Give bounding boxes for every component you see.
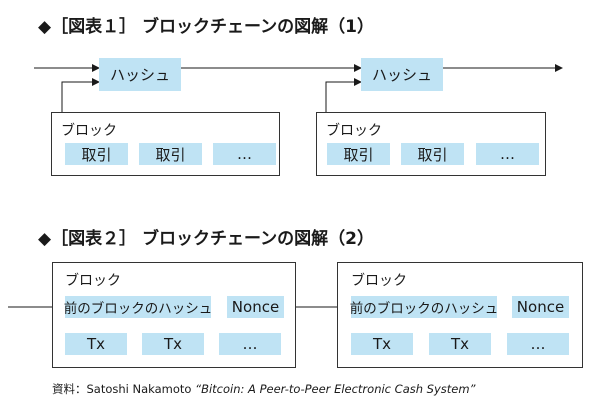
nonce-field: Nonce xyxy=(227,296,284,318)
source-prefix: 資料：Satoshi Nakamoto xyxy=(52,382,192,396)
ellipsis-item: … xyxy=(507,333,569,355)
ellipsis-item: … xyxy=(476,143,539,165)
block-box: ブロック 前のブロックのハッシュ Nonce Tx Tx … xyxy=(52,262,296,368)
figure1-title: ◆［図表１］ ブロックチェーンの図解（1） xyxy=(38,17,374,37)
nonce-field: Nonce xyxy=(512,296,569,318)
tx-item: Tx xyxy=(142,333,204,355)
block-label: ブロック xyxy=(351,273,407,289)
source-note: 資料：Satoshi Nakamoto “Bitcoin: A Peer-to-… xyxy=(52,381,476,397)
tx-item: Tx xyxy=(429,333,491,355)
transaction-item: 取引 xyxy=(327,143,390,165)
tx-item: Tx xyxy=(65,333,127,355)
block-label: ブロック xyxy=(326,123,382,139)
prev-hash-field: 前のブロックのハッシュ xyxy=(350,296,498,318)
tx-item: Tx xyxy=(351,333,413,355)
block-to-hash-arrow-2 xyxy=(325,78,362,112)
block-box: ブロック 取引 取引 … xyxy=(316,112,546,176)
source-title: “Bitcoin: A Peer-to-Peer Electronic Cash… xyxy=(195,382,476,396)
figure2-title: ◆［図表２］ ブロックチェーンの図解（2） xyxy=(38,229,374,249)
hash-box: ハッシュ xyxy=(99,58,181,91)
transaction-item: 取引 xyxy=(65,143,128,165)
ellipsis-item: … xyxy=(213,143,276,165)
hash-box: ハッシュ xyxy=(361,58,443,91)
block-to-hash-arrow-1 xyxy=(61,78,100,112)
ellipsis-item: … xyxy=(219,333,281,355)
transaction-item: 取引 xyxy=(139,143,202,165)
block-label: ブロック xyxy=(61,123,117,139)
transaction-item: 取引 xyxy=(401,143,464,165)
block-box: ブロック 前のブロックのハッシュ Nonce Tx Tx … xyxy=(337,262,583,368)
prev-hash-field: 前のブロックのハッシュ xyxy=(64,296,212,318)
block-label: ブロック xyxy=(65,273,121,289)
block-box: ブロック 取引 取引 … xyxy=(51,112,280,176)
